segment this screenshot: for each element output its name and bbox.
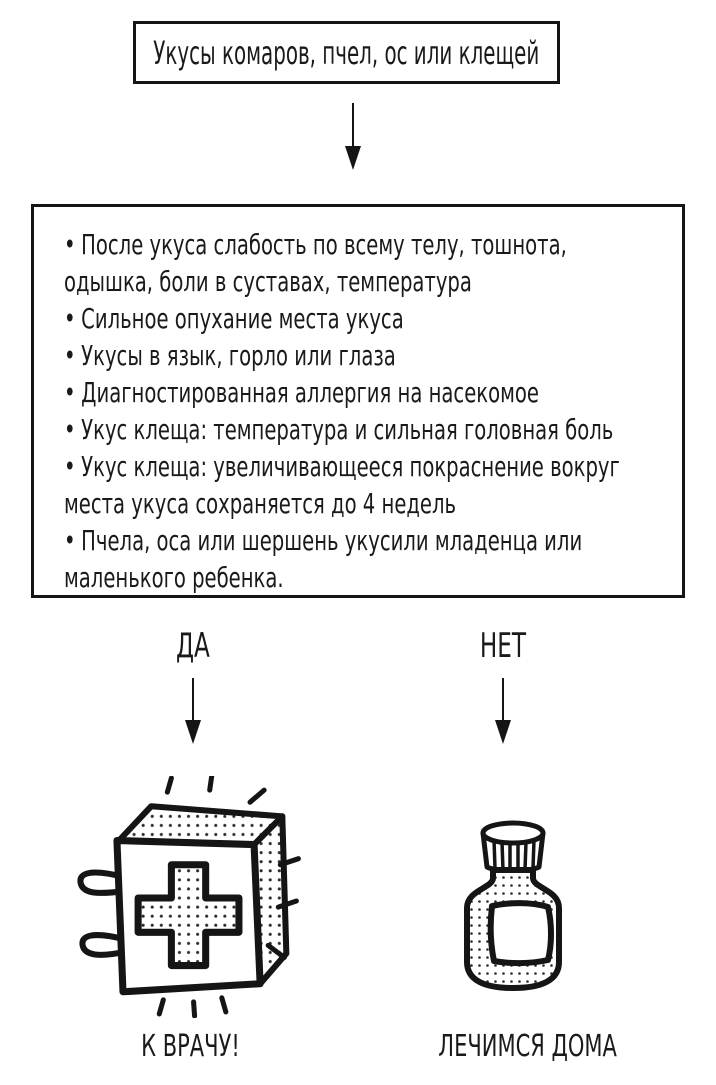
criteria-item: •После укуса слабость по всему телу, тош… bbox=[64, 228, 567, 298]
result-label-doctor: К ВРАЧУ! bbox=[140, 1029, 240, 1064]
flow-arrow-no bbox=[489, 678, 517, 744]
arrow-head-icon bbox=[495, 720, 511, 744]
branch-label-no: НЕТ bbox=[479, 626, 527, 666]
criteria-item: •Укусы в язык, горло или глаза bbox=[64, 339, 396, 372]
arrow-shaft bbox=[501, 678, 505, 720]
criteria-item: •Укус клеща: увеличивающееся покраснение… bbox=[64, 450, 620, 520]
flow-arrow-yes bbox=[179, 678, 207, 744]
criteria-list: •После укуса слабость по всему телу, тош… bbox=[64, 226, 656, 596]
arrow-head-icon bbox=[185, 720, 201, 744]
medicine-bottle-icon bbox=[452, 818, 574, 996]
arrow-head-icon bbox=[345, 146, 361, 170]
result-label-home: ЛЕЧИМСЯ ДОМА bbox=[438, 1029, 617, 1064]
branch-label-yes: ДА bbox=[176, 626, 210, 666]
criteria-item: •Диагностированная аллергия на насекомое bbox=[64, 376, 539, 409]
criteria-item: •Укус клеща: температура и сильная голов… bbox=[64, 413, 614, 446]
criteria-item: •Сильное опухание места укуса bbox=[64, 302, 404, 335]
criteria-box: •После укуса слабость по всему телу, тош… bbox=[31, 204, 685, 598]
arrow-shaft bbox=[351, 103, 355, 146]
title-box: Укусы комаров, пчел, ос или клещей bbox=[133, 21, 560, 84]
flow-arrow-top bbox=[339, 103, 367, 170]
title-text: Укусы комаров, пчел, ос или клещей bbox=[153, 33, 540, 72]
criteria-item: •Пчела, оса или шершень укусили младенца… bbox=[64, 524, 583, 594]
arrow-shaft bbox=[191, 678, 195, 720]
first-aid-kit-icon bbox=[66, 773, 304, 1019]
